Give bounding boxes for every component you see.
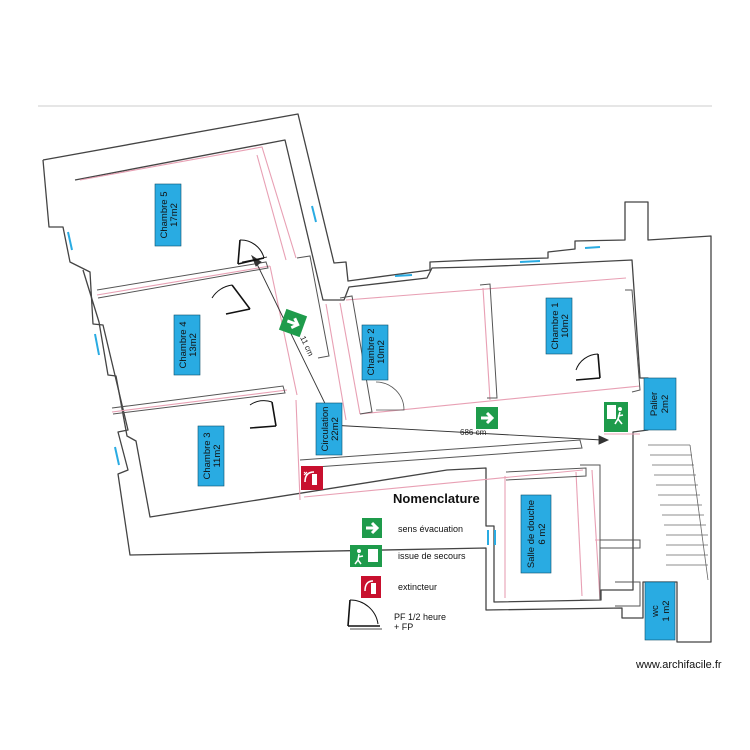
legend-extinguisher-icon	[361, 576, 381, 598]
svg-text:Palier: Palier	[649, 392, 660, 416]
evacuation-arrow-icon	[278, 308, 308, 338]
room-label-chambre1: Chambre 1 10m2	[545, 297, 573, 355]
svg-text:wc: wc	[650, 605, 661, 618]
room-label-chambre5: Chambre 5 17m2	[154, 183, 182, 247]
legend-evacuation-icon	[362, 518, 382, 538]
svg-text:Chambre 1: Chambre 1	[550, 303, 561, 350]
windows	[67, 205, 601, 545]
horizontal-measure-label: 686 cm	[460, 428, 487, 437]
fire-door-chambre4	[211, 284, 251, 315]
watermark[interactable]: www.archifacile.fr	[636, 659, 722, 671]
legend-title: Nomenclature	[393, 491, 480, 506]
fire-door-chambre5	[237, 239, 268, 265]
svg-text:17m2: 17m2	[169, 203, 180, 227]
svg-text:Chambre 4: Chambre 4	[178, 322, 189, 369]
staircase	[648, 444, 709, 581]
svg-text:13m2: 13m2	[188, 333, 199, 357]
svg-text:6 m2: 6 m2	[537, 523, 548, 544]
fire-door-chambre2	[375, 381, 405, 411]
outer-walls	[42, 113, 712, 643]
svg-text:Circulation: Circulation	[320, 407, 331, 452]
legend-label-evacuation: sens évacuation	[398, 524, 464, 534]
svg-text:2m2: 2m2	[660, 395, 671, 413]
extinguisher-icon	[301, 466, 323, 490]
fire-door-chambre1	[575, 353, 601, 381]
room-label-circulation: Circulation 22m2	[315, 402, 343, 456]
svg-text:22m2: 22m2	[330, 417, 341, 441]
svg-text:Chambre 2: Chambre 2	[366, 329, 377, 376]
room-labels: Chambre 5 17m2 Chambre 4 13m2 Chambre 3 …	[154, 183, 677, 641]
room-label-palier: Palier 2m2	[643, 377, 677, 431]
legend-label-extinguisher: extincteur	[398, 582, 438, 592]
partition-walls	[96, 255, 641, 607]
room-label-chambre3: Chambre 3 11m2	[197, 425, 225, 487]
svg-text:1 m2: 1 m2	[661, 600, 672, 621]
svg-text:Salle de douche: Salle de douche	[526, 500, 537, 568]
emergency-exit-icon	[604, 402, 628, 432]
legend-fire-door-icon	[347, 599, 382, 630]
room-label-chambre4: Chambre 4 13m2	[173, 314, 201, 376]
svg-text:Chambre 3: Chambre 3	[202, 433, 213, 480]
fire-doors	[211, 239, 601, 429]
legend-label-fire-door-line2: + FP	[394, 622, 414, 632]
room-label-wc: wc 1 m2	[644, 581, 676, 641]
evacuation-arrow-icon	[476, 407, 498, 429]
room-label-salle-douche: Salle de douche 6 m2	[520, 494, 552, 574]
legend-label-fire-door-line1: PF 1/2 heure	[394, 612, 447, 622]
svg-text:10m2: 10m2	[376, 340, 387, 364]
fire-door-chambre3	[249, 400, 277, 429]
room-label-chambre2: Chambre 2 10m2	[361, 324, 389, 381]
svg-text:Chambre 5: Chambre 5	[159, 192, 170, 239]
interior-partitions	[79, 146, 641, 601]
svg-text:10m2: 10m2	[560, 314, 571, 338]
legend-exit-icon	[350, 545, 382, 567]
svg-text:11m2: 11m2	[212, 444, 223, 467]
legend-label-exit: issue de secours	[398, 551, 466, 561]
